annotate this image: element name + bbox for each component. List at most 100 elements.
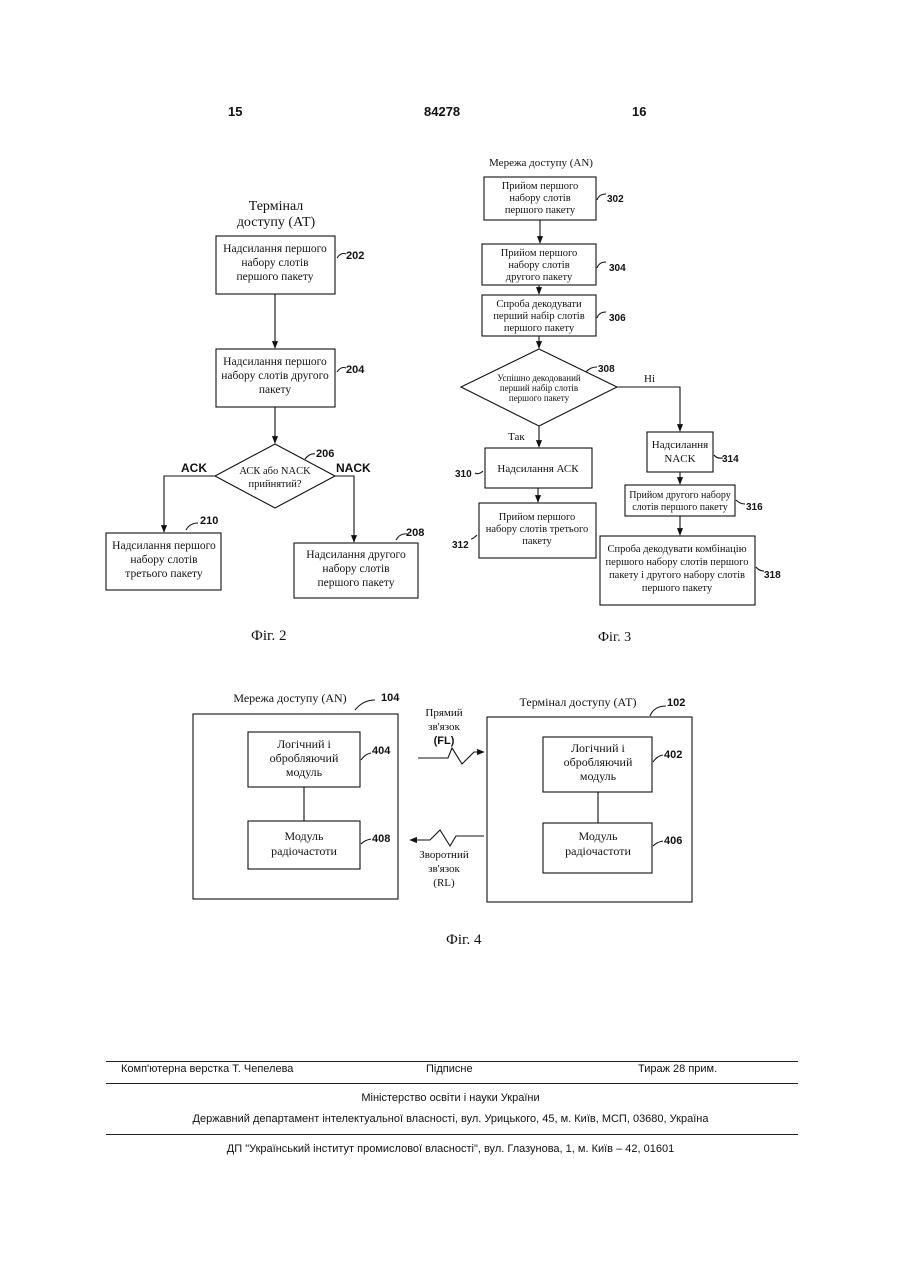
leader-318: [756, 567, 764, 571]
fig3-diamond-308-line3: першого пакету: [509, 393, 570, 403]
fig3-box-302-line2: набору слотів: [509, 193, 570, 204]
fig3-box-302-line3: першого пакету: [505, 205, 576, 216]
fig3-box-314: [647, 432, 713, 472]
fig2-box-204-line2: набору слотів другого: [221, 370, 329, 382]
leader-312: [471, 535, 477, 539]
ref-404: 404: [372, 745, 391, 757]
fig3-box-318-line4: першого пакету: [642, 583, 713, 594]
fig3-box-306-line1: Спроба декодувати: [496, 299, 582, 310]
footer-department: Державний департамент інтелектуальної вл…: [0, 1113, 901, 1125]
fig2-diamond-206-line1: АСК або NACK: [239, 466, 311, 477]
rl-label-line2: зв'язок: [428, 863, 460, 875]
fig3-box-306-line3: першого пакету: [504, 323, 575, 334]
footer-rule-top: [106, 1061, 798, 1062]
fig4-box-406-line1: Модуль: [578, 829, 618, 843]
fig3-box-316-line1: Прийом другого набору: [629, 490, 730, 501]
fig3-box-314-line2: NACK: [664, 453, 695, 465]
footer-institute: ДП "Український інститут промислової вла…: [0, 1143, 901, 1155]
footer-typesetting: Комп'ютерна верстка Т. Чепелева: [121, 1063, 293, 1075]
fig3-box-314-line1: Надсилання: [652, 439, 708, 451]
fig2-box-204-line3: пакету: [259, 384, 292, 396]
leader-206: [305, 454, 315, 459]
fig3-box-316-line2: слотів першого пакету: [632, 502, 728, 513]
leader-308: [586, 367, 597, 372]
fig3-box-318-line2: першого набору слотів першого: [606, 557, 749, 568]
fig2-title-line2: доступу (АТ): [237, 215, 316, 230]
ref-202: 202: [346, 250, 364, 262]
ref-312: 312: [452, 540, 469, 551]
ref-308: 308: [598, 364, 615, 375]
ref-102: 102: [667, 697, 685, 709]
fig4-an-title: Мережа доступу (AN): [233, 691, 346, 705]
leader-104: [355, 700, 375, 710]
fl-label-line1: Прямий: [425, 707, 462, 719]
fig4-box-404-line1: Логічний і: [277, 737, 331, 751]
footer-rule-middle: [106, 1083, 798, 1084]
fig3-caption: Фіг. 3: [598, 630, 631, 646]
arrow-nack: [335, 476, 354, 542]
fl-label-line2: зв'язок: [428, 721, 460, 733]
leader-306: [597, 312, 606, 318]
fig2-diamond-206-line2: прийнятий?: [248, 479, 301, 490]
ack-label: ACK: [181, 461, 207, 475]
arrow-no: [617, 387, 680, 431]
fig2-box-208-line2: набору слотів: [322, 563, 390, 575]
ref-104: 104: [381, 692, 400, 704]
fig2-box-210-line1: Надсилання першого: [112, 540, 216, 552]
fig2-box-208-line3: першого пакету: [318, 577, 395, 589]
rl-label-line3: (RL): [433, 877, 455, 889]
fig4-box-408-line2: радіочастоти: [271, 844, 337, 858]
fig3-box-304-line1: Прийом першого: [501, 248, 578, 259]
fig2-box-204-line1: Надсилання першого: [223, 356, 327, 368]
leader-310: [475, 471, 483, 474]
leader-210: [186, 523, 198, 530]
fig2-box-202-line3: першого пакету: [237, 271, 314, 283]
leader-102: [650, 706, 666, 716]
fig2-box-210-line3: третього пакету: [125, 568, 203, 580]
ref-408: 408: [372, 833, 390, 845]
fig2-box-210-line2: набору слотів: [130, 554, 198, 566]
footer-signed: Підписне: [426, 1063, 473, 1075]
fig4-box-404-line3: модуль: [286, 765, 323, 779]
fig4-box-402-line1: Логічний і: [571, 741, 625, 755]
fig3-box-304-line3: другого пакету: [506, 272, 573, 283]
leader-202: [337, 254, 346, 259]
footer-ministry: Міністерство освіти і науки України: [0, 1092, 901, 1104]
fig3-box-306-line2: перший набір слотів: [493, 311, 584, 322]
fig4-box-406-line2: радіочастоти: [565, 844, 631, 858]
fig3-box-318-line3: пакету і другого набору слотів: [609, 570, 745, 581]
fig2-box-202-line2: набору слотів: [241, 257, 309, 269]
ref-316: 316: [746, 502, 763, 513]
fig3-box-312-line3: пакету: [522, 536, 552, 547]
fig2-box-202-line1: Надсилання першого: [223, 243, 327, 255]
fig4-caption: Фіг. 4: [446, 932, 481, 949]
ref-210: 210: [200, 515, 218, 527]
fig4-box-402-line3: модуль: [580, 769, 617, 783]
fig4-box-404-line2: обробляючий: [270, 751, 339, 765]
rl-label-line1: Зворотний: [419, 849, 469, 861]
fig3-box-302-line1: Прийом першого: [502, 181, 579, 192]
ref-304: 304: [609, 263, 626, 274]
rl-zigzag-arrow: [410, 830, 484, 846]
fig4-box-402-line2: обробляючий: [564, 755, 633, 769]
ref-204: 204: [346, 364, 365, 376]
fig4-at-title: Термінал доступу (АТ): [520, 695, 637, 709]
ref-310: 310: [455, 469, 472, 480]
ref-302: 302: [607, 194, 624, 205]
fig2-caption: Фіг. 2: [251, 628, 286, 645]
leader-204: [337, 368, 346, 373]
fig3-diamond-308-line2: перший набір слотів: [500, 383, 578, 393]
ref-402: 402: [664, 749, 682, 761]
fig2-box-208-line1: Надсилання другого: [306, 549, 406, 561]
leader-302: [597, 194, 606, 200]
footer-print-run: Тираж 28 прим.: [638, 1063, 717, 1075]
ref-208: 208: [406, 527, 424, 539]
yes-label: Так: [508, 431, 525, 443]
leader-304: [597, 262, 606, 268]
fl-zigzag-arrow: [418, 748, 484, 764]
fig3-title: Мережа доступу (AN): [489, 157, 593, 169]
ref-406: 406: [664, 835, 682, 847]
fig3-box-312-line2: набору слотів третього: [486, 524, 589, 535]
no-label: Ні: [644, 373, 655, 385]
footer-rule-bottom: [106, 1134, 798, 1135]
